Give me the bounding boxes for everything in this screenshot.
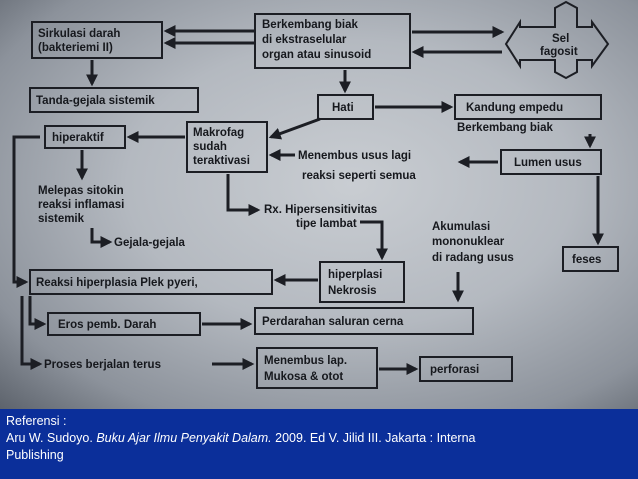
- caption-details: 2009. Ed V. Jilid III. Jakarta : Interna: [275, 431, 476, 445]
- label-feses: feses: [572, 254, 601, 266]
- label-hipersensitivitas: Rx. Hipersensitivitas tipe lambat: [264, 204, 380, 230]
- edge-sitokin-gejala: [90, 228, 113, 248]
- box-makrofag: [186, 121, 268, 173]
- box-kandung-empedu: [454, 94, 602, 120]
- edge-hiperaktif-reaksi: [12, 135, 40, 288]
- label-menembus-usus: Menembus usus lagi reaksi seperti semua: [298, 150, 416, 182]
- label-sel-fagosit: Sel fagosit: [540, 33, 578, 58]
- box-eros: [47, 312, 201, 336]
- label-sirkulasi: Sirkulasi darah (bakteriemi II): [38, 28, 124, 54]
- box-feses: [562, 246, 619, 272]
- caption-title: Referensi :: [6, 414, 67, 428]
- edge-reaksi-eros: [28, 296, 47, 330]
- label-hati: Hati: [332, 102, 354, 114]
- label-reaksi-hiperplasia: Reaksi hiperplasia Plek pyeri,: [36, 277, 198, 289]
- edge-makrofag-hipersensitivitas: [226, 174, 261, 216]
- caption-author: Aru W. Sudoyo.: [6, 431, 93, 445]
- label-menembus-lap: Menembus lap. Mukosa & otot: [264, 355, 350, 383]
- box-sirkulasi: [31, 21, 163, 59]
- reference-caption: Referensi : Aru W. Sudoyo. Buku Ajar Ilm…: [0, 409, 638, 479]
- label-proses: Proses berjalan terus: [44, 359, 161, 371]
- box-lumen-usus: [500, 149, 602, 175]
- label-perforasi: perforasi: [430, 364, 479, 376]
- edge-reaksi-proses: [20, 296, 43, 370]
- label-makrofag: Makrofag sudah teraktivasi: [193, 127, 250, 167]
- label-perdarahan: Perdarahan saluran cerna: [262, 316, 404, 328]
- flow-diagram: Sirkulasi darah (bakteriemi II) Berkemba…: [12, 0, 619, 389]
- label-berkembang-biak: Berkembang biak: [457, 122, 553, 134]
- box-hiperplasi-nekrosis: [319, 261, 405, 303]
- box-perdarahan: [254, 307, 474, 335]
- box-reaksi-hiperplasia: [29, 269, 273, 295]
- label-gejala-gejala: Gejala-gejala: [114, 237, 186, 249]
- label-berkembang-ekstraseluler: Berkembang biak di ekstraselular organ a…: [262, 19, 371, 61]
- label-akumulasi: Akumulasi mononuklear di radang usus: [432, 221, 514, 264]
- box-menembus-lap: [256, 347, 378, 389]
- label-kandung-empedu: Kandung empedu: [466, 102, 563, 114]
- caption-publisher: Publishing: [6, 448, 64, 462]
- label-eros: Eros pemb. Darah: [58, 319, 156, 331]
- box-perforasi: [419, 356, 513, 382]
- label-hiperaktif: hiperaktif: [52, 132, 104, 144]
- box-hiperaktif: [44, 125, 126, 149]
- caption-book: Buku Ajar Ilmu Penyakit Dalam.: [96, 431, 272, 445]
- edge-hati-makrofag: [268, 117, 321, 140]
- box-hati: [317, 94, 374, 120]
- label-tanda-gejala: Tanda-gejala sistemik: [36, 95, 155, 107]
- box-sel-fagosit: [504, 0, 610, 80]
- box-berkembang-ekstraseluler: [254, 13, 411, 69]
- label-lumen-usus: Lumen usus: [514, 157, 582, 169]
- caption-citation: Aru W. Sudoyo. Buku Ajar Ilmu Penyakit D…: [6, 430, 632, 447]
- label-hiperplasi-nekrosis: hiperplasi Nekrosis: [328, 269, 386, 297]
- edge-hipersensitivitas-hiperplasi: [360, 220, 388, 261]
- label-melepas-sitokin: Melepas sitokin reaksi inflamasi sistemi…: [38, 185, 128, 225]
- box-tanda-gejala: [29, 87, 199, 113]
